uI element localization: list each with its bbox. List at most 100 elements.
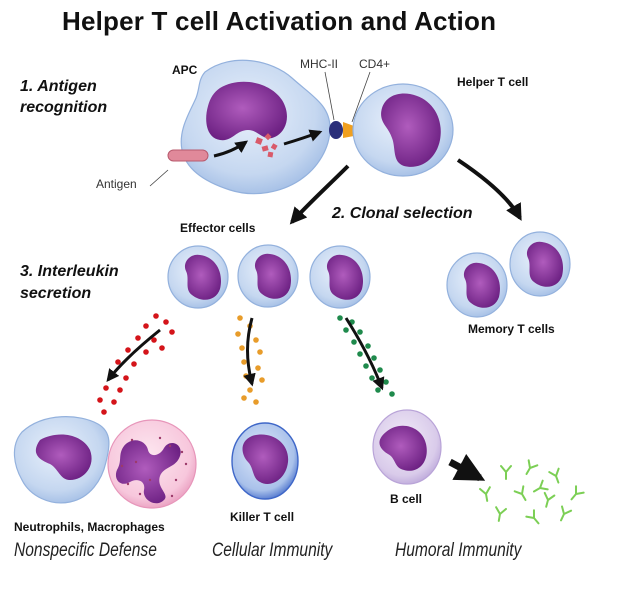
- mhc2-leader-line: [324, 71, 335, 121]
- step3-line2: secretion: [20, 285, 92, 302]
- interleukin-dot: [253, 337, 259, 343]
- mhc2-label: MHC-II: [300, 57, 338, 71]
- antigen-fragments: [255, 133, 278, 158]
- interleukin-dot: [383, 379, 389, 385]
- interleukin-dots-red: [97, 313, 175, 415]
- interleukin-dot: [357, 351, 363, 357]
- step2-label: 2. Clonal selection: [332, 205, 473, 222]
- mhc2-receptor: [329, 121, 343, 139]
- interleukin-dot: [357, 329, 363, 335]
- macrophage-cell: [13, 416, 110, 504]
- category-nonspecific: Nonspecific Defense: [14, 540, 157, 561]
- apc-label: APC: [172, 63, 198, 77]
- interleukin-dot: [123, 375, 129, 381]
- interleukin-dot: [343, 327, 349, 333]
- antibody: [513, 485, 527, 502]
- effector-cell-3: [309, 245, 371, 309]
- interleukin-dot: [241, 359, 247, 365]
- apc-cell: [180, 59, 331, 195]
- antibody: [495, 506, 507, 522]
- memory-cell-1: [446, 252, 508, 318]
- interleukin-dot: [163, 319, 169, 325]
- diagram-title: Helper T cell Activation and Action: [62, 6, 497, 36]
- antigen-label: Antigen: [96, 177, 137, 191]
- cd4-label: CD4+: [359, 57, 391, 71]
- antigen-leader-line: [149, 169, 169, 187]
- step1-line1: 1. Antigen: [20, 78, 97, 95]
- interleukin-dot: [101, 409, 107, 415]
- clonal-arrow-memory: [456, 158, 522, 221]
- interleukin-dot: [369, 375, 375, 381]
- interleukin-arrow-humoral: [344, 317, 385, 391]
- interleukin-dot: [247, 387, 253, 393]
- interleukin-dot: [371, 355, 377, 361]
- antibody: [543, 491, 556, 508]
- neutrophil-cell: [107, 419, 197, 509]
- interleukin-dots-green: [337, 315, 395, 397]
- antigen-presentation-arrow: [283, 129, 323, 146]
- interleukin-dot: [151, 337, 157, 343]
- antibody: [560, 505, 573, 522]
- step3-line1: 3. Interleukin: [20, 263, 119, 280]
- b-cell: [372, 409, 442, 485]
- interleukin-dot: [143, 323, 149, 329]
- antigen-particle: [167, 149, 209, 162]
- interleukin-dot: [159, 345, 165, 351]
- antibody: [525, 459, 539, 476]
- interleukin-dot: [243, 373, 249, 379]
- helper-t-label: Helper T cell: [457, 75, 529, 89]
- killer-label: Killer T cell: [230, 510, 295, 524]
- bcell-label: B cell: [390, 492, 423, 506]
- clonal-arrow-effector: [289, 164, 350, 225]
- memory-label: Memory T cells: [468, 322, 555, 336]
- antibody: [500, 465, 512, 480]
- interleukin-arrow-cellular: [243, 317, 256, 387]
- cd4-receptor: [343, 122, 354, 138]
- antigen-uptake-arrow: [213, 140, 249, 158]
- cd4-leader-line: [351, 71, 371, 123]
- interleukin-dot: [97, 397, 103, 403]
- effector-cell-2: [237, 244, 299, 308]
- interleukin-dot: [143, 349, 149, 355]
- effector-cells: [167, 244, 371, 309]
- category-humoral: Humoral Immunity: [395, 540, 522, 561]
- antibody: [548, 467, 560, 484]
- interleukin-dot: [351, 339, 357, 345]
- killer-t-cell: [231, 422, 299, 500]
- interleukin-dot: [115, 359, 121, 365]
- interleukin-dot: [241, 395, 247, 401]
- interleukin-dot: [237, 315, 243, 321]
- antibodies: [479, 459, 585, 525]
- interleukin-dot: [377, 367, 383, 373]
- antibody: [479, 486, 491, 502]
- interleukin-dot: [117, 387, 123, 393]
- neutrophils-label: Neutrophils, Macrophages: [14, 520, 165, 534]
- interleukin-dot: [259, 377, 265, 383]
- interleukin-dot: [253, 399, 259, 405]
- antibody: [570, 485, 585, 501]
- interleukin-dot: [235, 331, 241, 337]
- interleukin-dot: [111, 399, 117, 405]
- interleukin-dot: [169, 329, 175, 335]
- interleukin-dot: [365, 343, 371, 349]
- memory-cells: [446, 231, 571, 318]
- interleukin-dot: [375, 387, 381, 393]
- interleukin-dot: [337, 315, 343, 321]
- antibody: [532, 479, 549, 493]
- step1-line2: recognition: [20, 99, 108, 116]
- interleukin-dot: [255, 365, 261, 371]
- interleukin-dot: [135, 335, 141, 341]
- helper-t-cell: [352, 83, 454, 177]
- effector-cell-1: [167, 245, 229, 309]
- interleukin-arrow-nonspecific: [106, 328, 161, 382]
- interleukin-dot: [131, 361, 137, 367]
- interleukin-dot: [239, 345, 245, 351]
- interleukin-dot: [257, 349, 263, 355]
- effector-label: Effector cells: [180, 221, 256, 235]
- interleukin-dot: [153, 313, 159, 319]
- memory-cell-2: [509, 231, 571, 297]
- interleukin-dot: [389, 391, 395, 397]
- category-cellular: Cellular Immunity: [212, 540, 333, 561]
